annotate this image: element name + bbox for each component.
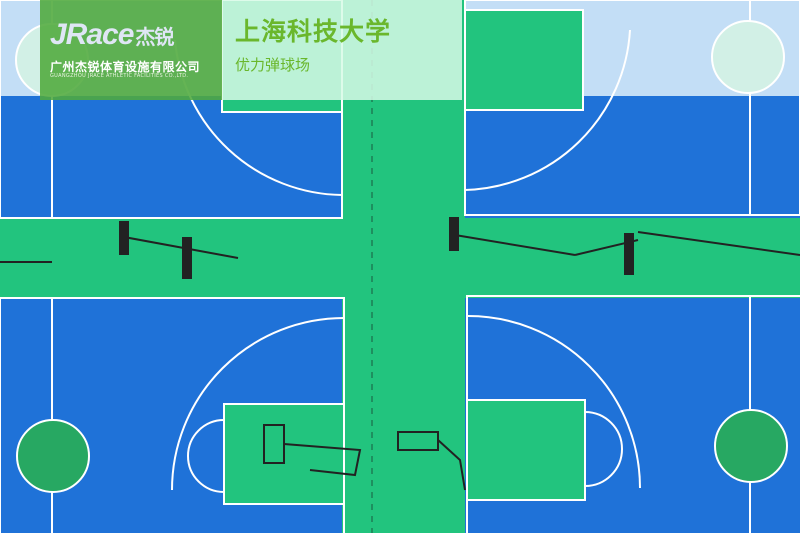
company-name-cn: 广州杰锐体育设施有限公司 bbox=[50, 60, 201, 74]
brand-name: JRace bbox=[50, 18, 134, 51]
caption-subtitle: 优力弹球场 bbox=[235, 56, 311, 74]
company-name-en: GUANGZHOU JRACE ATHLETIC FACILITIES CO.,… bbox=[50, 73, 189, 79]
caption-overlay: 上海科技大学 优力弹球场 bbox=[222, 0, 462, 100]
caption-title: 上海科技大学 bbox=[235, 17, 392, 46]
horizontal-green-lane bbox=[0, 218, 800, 298]
hoop-shadows bbox=[263, 424, 466, 491]
light-pole-shadows bbox=[0, 217, 800, 279]
brand-name-cn: 杰锐 bbox=[135, 27, 174, 49]
